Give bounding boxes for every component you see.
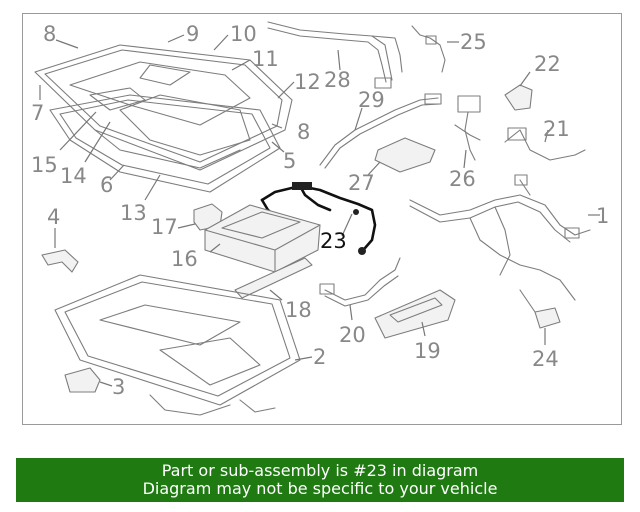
callout-20: 20 bbox=[339, 323, 366, 347]
callout-11: 11 bbox=[252, 47, 279, 71]
harness-20 bbox=[319, 257, 401, 307]
battery-lower-tray bbox=[49, 94, 281, 193]
callout-6: 6 bbox=[100, 173, 113, 197]
banner-line-2: Diagram may not be specific to your vehi… bbox=[142, 479, 498, 498]
main-harness-1 bbox=[409, 174, 591, 301]
callout-8b: 8 bbox=[297, 120, 310, 144]
callout-4: 4 bbox=[47, 205, 60, 229]
callout-3: 3 bbox=[112, 375, 125, 399]
callout-9: 9 bbox=[186, 22, 199, 46]
callout-17: 17 bbox=[151, 215, 178, 239]
callout-2: 2 bbox=[313, 345, 326, 369]
callout-18: 18 bbox=[285, 298, 312, 322]
leader-lines bbox=[39, 34, 600, 387]
callout-26: 26 bbox=[449, 167, 476, 191]
callout-14: 14 bbox=[60, 164, 87, 188]
connector-25 bbox=[411, 25, 446, 73]
callout-16: 16 bbox=[171, 247, 198, 271]
callout-27: 27 bbox=[348, 171, 375, 195]
callout-7: 7 bbox=[31, 101, 44, 125]
diagram-frame bbox=[22, 13, 622, 425]
callout-8a: 8 bbox=[43, 22, 56, 46]
bracket-3 bbox=[64, 367, 101, 393]
battery-tray-2 bbox=[54, 274, 301, 416]
callout-28: 28 bbox=[324, 68, 351, 92]
callout-10: 10 bbox=[230, 22, 257, 46]
callout-29: 29 bbox=[358, 88, 385, 112]
callout-25: 25 bbox=[460, 30, 487, 54]
battery-case-cover bbox=[34, 44, 293, 171]
callout-19: 19 bbox=[414, 339, 441, 363]
banner-line-1: Part or sub-assembly is #23 in diagram bbox=[161, 461, 479, 480]
harness-28 bbox=[267, 21, 403, 89]
callout-12: 12 bbox=[294, 70, 321, 94]
bracket-22 bbox=[504, 84, 533, 111]
callout-23: 23 bbox=[320, 229, 347, 253]
harness-21 bbox=[504, 127, 586, 161]
junction-box-19 bbox=[374, 289, 456, 339]
harness-29 bbox=[319, 93, 442, 169]
callout-15: 15 bbox=[31, 153, 58, 177]
bracket-4 bbox=[41, 249, 79, 273]
callout-1: 1 bbox=[596, 204, 609, 228]
callout-13: 13 bbox=[120, 201, 147, 225]
connector-24 bbox=[519, 289, 561, 329]
battery-module-16 bbox=[204, 204, 321, 273]
callout-24: 24 bbox=[532, 347, 559, 371]
sensor-26 bbox=[454, 95, 481, 161]
bus-bar-18 bbox=[234, 257, 313, 299]
callout-numbers: 1 2 3 4 5 6 7 8 8 9 10 11 12 13 14 15 16… bbox=[31, 22, 609, 399]
callout-5: 5 bbox=[283, 149, 296, 173]
part-notice-banner: Part or sub-assembly is #23 in diagram D… bbox=[16, 458, 624, 502]
cover-27 bbox=[374, 137, 436, 173]
callout-21: 21 bbox=[543, 117, 570, 141]
callout-22: 22 bbox=[534, 52, 561, 76]
